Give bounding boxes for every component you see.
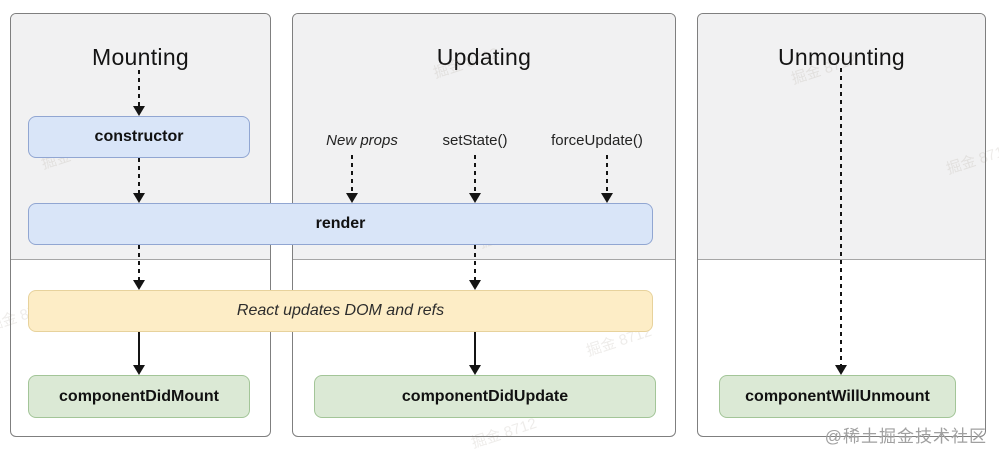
component-did-update-box: componentDidUpdate bbox=[314, 375, 656, 418]
label-forceupdate: forceUpdate() bbox=[551, 132, 643, 149]
react-updates-dom-box: React updates DOM and refs bbox=[28, 290, 653, 332]
panel-mounting-title: Mounting bbox=[91, 44, 190, 70]
panel-updating-title: Updating bbox=[436, 44, 532, 70]
label-new-props: New props bbox=[326, 132, 398, 149]
panel-unmounting-title: Unmounting bbox=[777, 44, 906, 70]
component-did-mount-box: componentDidMount bbox=[28, 375, 250, 418]
constructor-box: constructor bbox=[28, 116, 250, 158]
component-will-unmount-box: componentWillUnmount bbox=[719, 375, 956, 418]
label-setstate: setState() bbox=[442, 132, 508, 149]
juejin-watermark: @稀土掘金技术社区 bbox=[824, 427, 987, 446]
render-box: render bbox=[28, 203, 653, 245]
